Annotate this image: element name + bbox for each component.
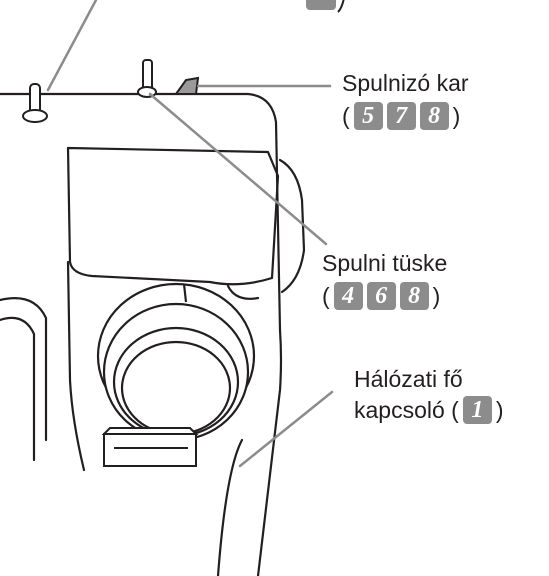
close-paren: ) [495,397,504,423]
step-badge-1: 1 [462,396,492,424]
step-badge-6: 6 [366,282,396,310]
label-main-power-switch: Hálózati fő kapcsoló ( 1 ) [354,366,504,424]
bobbin-winder-shaft [137,59,157,98]
label-bobbin-winder-lever-title: Spulnizó kar [342,70,469,96]
close-paren: ) [432,283,441,309]
front-panel-arc [226,284,260,300]
label-bobbin-winder-shaft-title: Spulni tüske [322,250,448,276]
step-badge-4: 4 [333,282,363,310]
machine-body-outline [0,92,283,576]
pattern-selector-dial [96,282,256,442]
paren-partial-top [337,0,345,13]
label-main-power-switch-line2: kapcsoló ( [354,397,459,423]
step-badge-7: 7 [386,102,416,130]
leader-power-switch [238,390,334,468]
bobbin-winder-lever [174,76,200,95]
open-paren: ( [342,103,350,129]
spool-pin [22,83,48,123]
label-bobbin-winder-lever: Spulnizó kar ( 5 7 8 ) [342,70,469,130]
open-paren: ( [322,283,330,309]
label-bobbin-winder-shaft: Spulni tüske ( 4 6 8 ) [322,250,447,310]
step-badge-8: 8 [419,102,449,130]
front-panel [66,146,280,286]
machine-body-right-edge [216,438,244,576]
badge-partial-top [306,0,336,10]
machine-arm [0,297,48,442]
leader-spool-pin [46,0,98,92]
step-badge-8: 8 [399,282,429,310]
step-badge-5: 5 [353,102,383,130]
power-switch [101,427,199,467]
label-main-power-switch-line1: Hálózati fő [354,366,463,392]
housing-left [66,260,86,472]
handwheel-side [278,158,306,294]
close-paren: ) [452,103,461,129]
machine-arm-inner [0,316,36,462]
leader-bobbin-winder-shaft [148,92,328,246]
